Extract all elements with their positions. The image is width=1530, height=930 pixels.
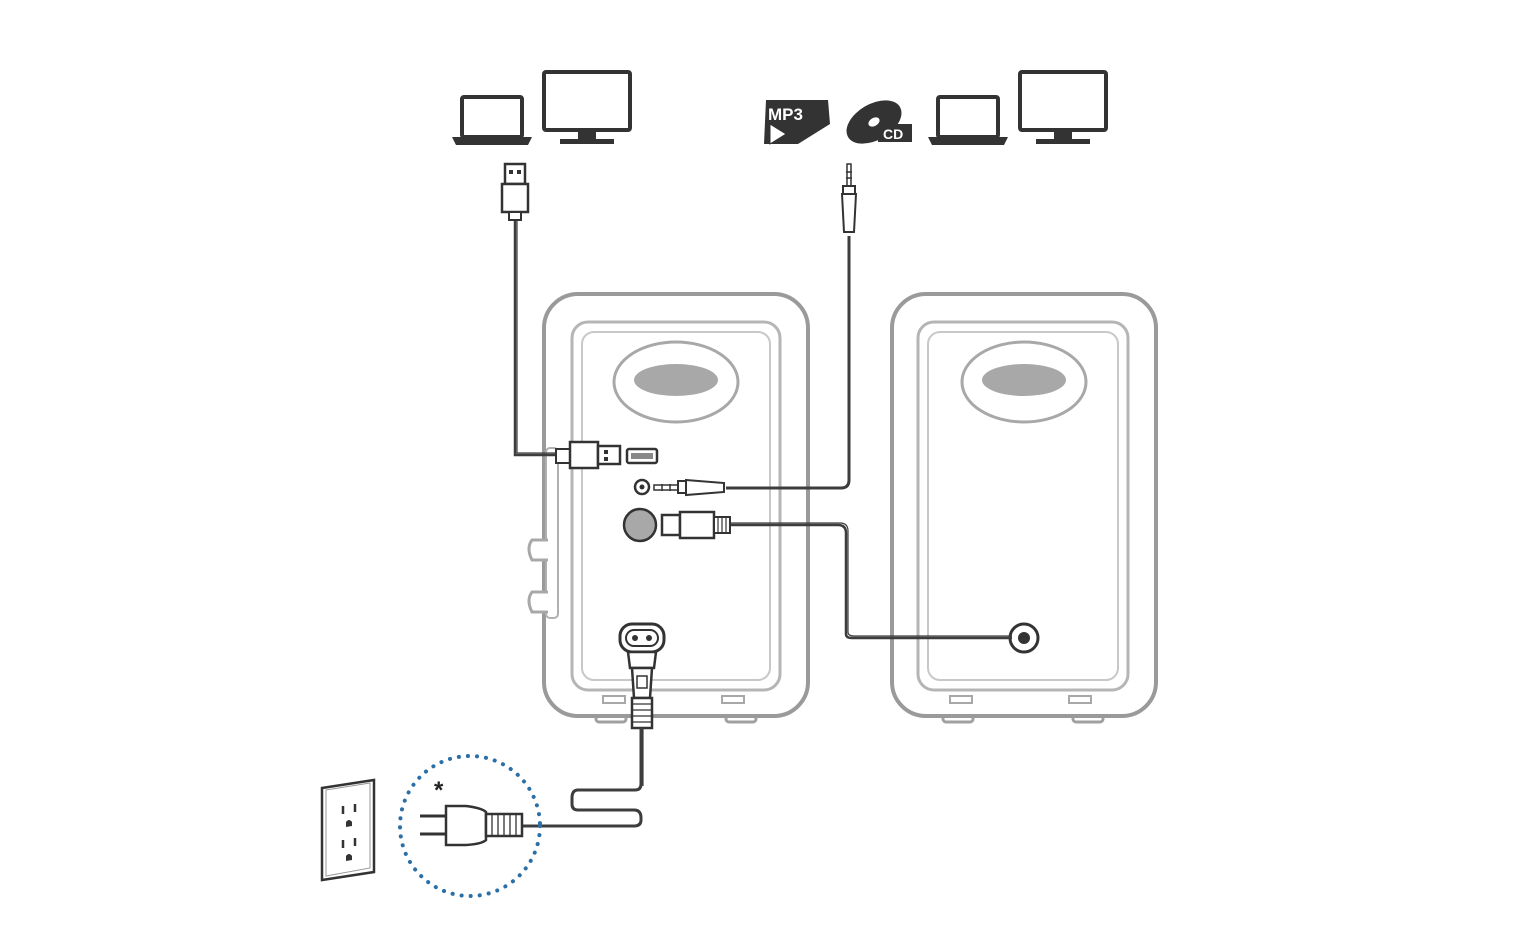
usb-source-monitor-icon — [542, 70, 632, 144]
mp3-badge-label: MP3 — [768, 105, 803, 124]
aux-source-monitor-icon — [1018, 70, 1108, 144]
aux-plug-icon — [840, 163, 858, 233]
usb-cable — [513, 218, 570, 457]
speaker-cable-plug-icon — [660, 510, 731, 540]
aux-input-jack — [633, 478, 651, 496]
speaker-output-port — [622, 507, 658, 543]
usb-port — [625, 447, 659, 465]
aux-source-laptop-icon — [928, 95, 1008, 145]
aux-cable — [726, 236, 851, 490]
power-plug-icon — [420, 804, 524, 847]
usb-source-laptop-icon — [452, 95, 532, 145]
aux-plug-inserted-icon — [653, 478, 725, 497]
cd-disc-icon: CD — [846, 100, 912, 144]
cd-badge-label: CD — [883, 126, 903, 142]
usb-plug-icon — [500, 162, 530, 221]
power-cord — [520, 728, 643, 828]
power-inlet — [618, 622, 666, 654]
wall-outlet-icon — [320, 778, 376, 882]
mp3-player-icon: MP3 — [764, 100, 830, 145]
power-cord-connector-icon — [626, 650, 658, 730]
plug-highlight-circle — [398, 754, 542, 898]
footnote-asterisk: * — [434, 777, 444, 804]
speaker-interconnect-cable — [730, 523, 1012, 640]
right-speaker-rear — [890, 292, 1158, 724]
usb-plug-inserted-icon — [555, 440, 622, 470]
left-speaker-rear — [527, 292, 810, 724]
